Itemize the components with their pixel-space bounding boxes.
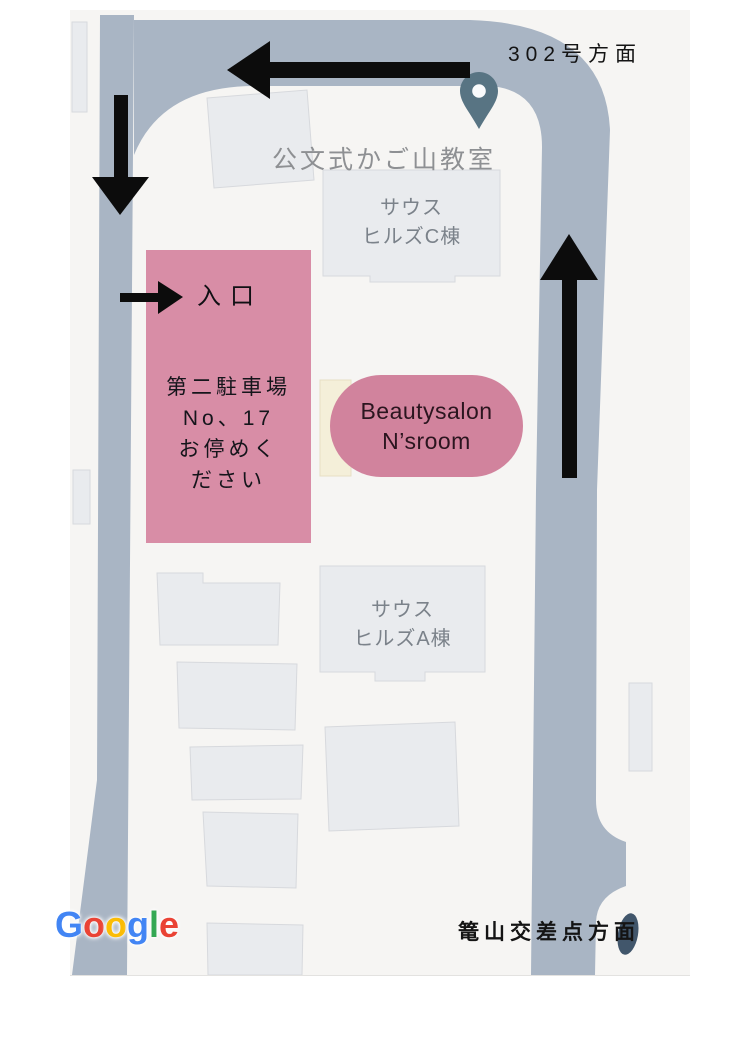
building-row-4 (202, 811, 299, 889)
building-rotated-block (206, 89, 315, 189)
parking-line-1: 第二駐車場 (166, 376, 291, 399)
google-logo-letter: o (83, 904, 106, 945)
parking-instructions: 第二駐車場 No、17 お停めく ださい (146, 372, 311, 496)
google-logo-letter: o (105, 904, 128, 945)
building-label-a-line2: ヒルズA棟 (353, 628, 452, 650)
salon-name-line1: Beautysalon (360, 398, 493, 424)
building-central (324, 721, 460, 832)
location-pin-hole (472, 84, 486, 98)
building-label-c-line1: サウス (380, 197, 443, 219)
building-label-c-line2: ヒルズC棟 (361, 226, 462, 248)
google-logo-letter: G (55, 904, 84, 945)
building-row-1 (156, 572, 281, 646)
parking-line-4: ださい (191, 469, 266, 492)
building-edge-sliver-mid-left (72, 469, 91, 525)
location-pin-icon (460, 72, 498, 129)
building-edge-sliver-right (628, 682, 653, 772)
building-south-hills-a (319, 565, 486, 682)
entrance-label: 入口 (197, 283, 263, 310)
building-row-2 (176, 661, 298, 731)
google-logo: Google (55, 901, 179, 949)
building-label-south-hills-a: サウス ヒルズA棟 (320, 596, 485, 654)
road-top-and-right (100, 20, 626, 975)
building-row-3 (189, 744, 304, 801)
parking-line-3: お停めく (178, 438, 279, 461)
road-left-vertical (72, 15, 134, 975)
salon-name-line2: N’sroom (382, 428, 471, 454)
google-logo-letter: g (127, 904, 150, 945)
direction-label-kagoyama: 篭山交差点方面 (458, 921, 640, 944)
location-pin-body (460, 72, 498, 129)
building-edge-sliver-top-left (71, 21, 88, 113)
parking-line-2: No、17 (182, 407, 275, 430)
building-south-hills-c (322, 169, 501, 283)
roads (72, 15, 639, 975)
salon-highlight-pill: Beautysalon N’sroom (330, 375, 523, 477)
google-logo-letter: l (149, 904, 160, 945)
building-label-south-hills-c: サウス ヒルズC棟 (323, 194, 500, 252)
poi-label-kumon: 公文式かご山教室 (272, 146, 497, 174)
building-label-a-line1: サウス (371, 599, 434, 621)
google-logo-letter: e (159, 904, 180, 945)
building-row-5 (206, 922, 304, 975)
direction-label-route302: 302号方面 (508, 43, 643, 66)
road-side-marking (617, 913, 639, 955)
